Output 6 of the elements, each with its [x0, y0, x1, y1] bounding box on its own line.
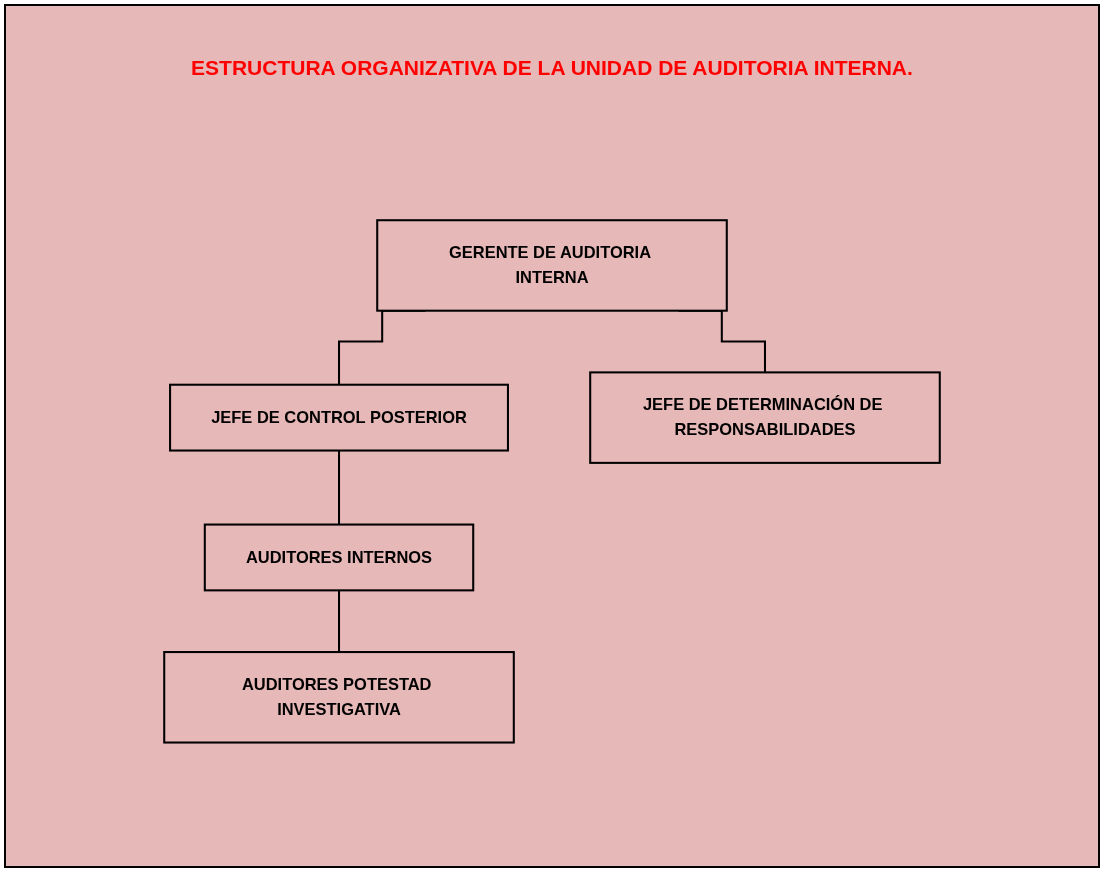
node-box: GERENTE DE AUDITORIA INTERNA	[376, 218, 728, 312]
node-box: AUDITORES INTERNOS	[203, 523, 475, 591]
node-box: AUDITORES POTESTAD INVESTIGATIVA	[163, 650, 515, 744]
node-box: JEFE DE DETERMINACIÓN DE RESPONSABILIDADES	[589, 371, 941, 464]
node-box: JEFE DE CONTROL POSTERIOR	[169, 383, 509, 452]
diagram-title: ESTRUCTURA ORGANIZATIVA DE LA UNIDAD DE AUDITORIA INTERNA.	[190, 56, 914, 80]
